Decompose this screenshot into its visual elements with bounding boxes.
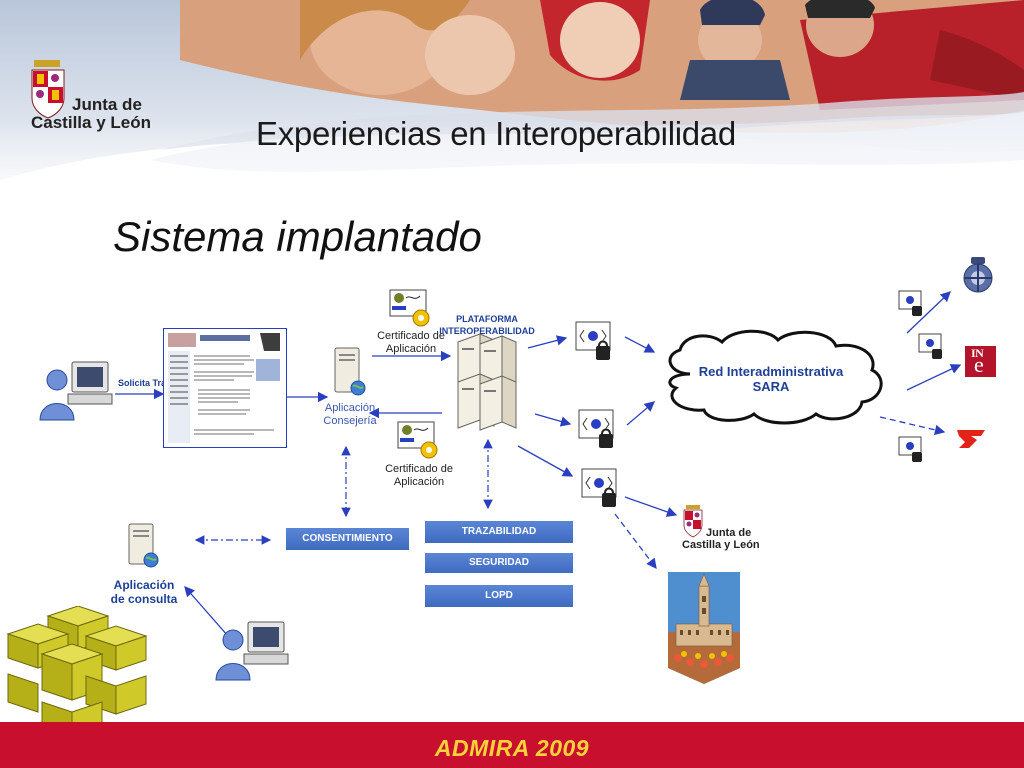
- arrow-node3-to-jcyl: [624, 496, 678, 517]
- city-hall-illustration: [668, 572, 740, 684]
- yellow-cubes-decoration: [6, 606, 148, 747]
- app-consulta-line1: Aplicación: [113, 578, 175, 592]
- platform-servers-icon: [457, 333, 517, 431]
- sara-label: Red Interadministrativa SARA: [680, 364, 862, 394]
- arrow-user2-to-consulta: [184, 586, 229, 637]
- secure-document-small-1: [898, 290, 922, 316]
- secure-document-icon-2: [578, 409, 614, 448]
- plataforma-label: PLATAFORMA INTEROPERABILIDAD: [425, 313, 549, 337]
- secure-document-small-3: [898, 436, 922, 462]
- app-consulta-label: Aplicación de consulta: [100, 578, 188, 606]
- trazabilidad-box: TRAZABILIDAD: [425, 521, 573, 543]
- banner-photo-collage: [0, 0, 1024, 235]
- sara-line1: Red Interadministrativa: [698, 364, 844, 379]
- arrow-node1-to-sara: [624, 336, 656, 353]
- seguridad-box: SEGURIDAD: [425, 553, 573, 573]
- ine-logo-text1: IN: [971, 346, 984, 360]
- arrow-platform-to-node1: [527, 335, 568, 349]
- sara-cloud-icon: [668, 329, 883, 425]
- app-consulta-line2: de consulta: [110, 592, 178, 606]
- arrow-platform-to-node3: [517, 445, 574, 477]
- server-consulta-icon: [128, 523, 159, 568]
- logo-text-line1: Junta de: [72, 95, 142, 114]
- arrow-node2-to-sara: [626, 401, 655, 426]
- web-form-thumbnail: [163, 328, 287, 448]
- plataforma-line1: PLATAFORMA: [456, 314, 518, 324]
- server-consejeria-icon: [334, 347, 366, 396]
- certificate-top-icon: [389, 289, 430, 327]
- secure-document-icon-3: [581, 468, 617, 507]
- junta-logo: Junta de Castilla y León: [28, 60, 158, 140]
- ine-logo-text2: e: [974, 352, 984, 377]
- dashed-arrow-to-city: [614, 513, 657, 570]
- arrow-sara-to-ine: [906, 364, 962, 391]
- slide-title: Experiencias en Interoperabilidad: [256, 115, 736, 152]
- junta-small-line2: Castilla y León: [682, 539, 760, 551]
- cert-bottom-line2: Aplicación: [393, 476, 445, 488]
- coat-of-arms-small-icon: [683, 505, 703, 538]
- aplicacion-consejeria-label: Aplicación Consejería: [310, 402, 390, 428]
- consentimiento-box: CONSENTIMIENTO: [286, 528, 409, 550]
- logo-text-line2: Castilla y León: [31, 113, 151, 132]
- cert-top-line2: Aplicación: [385, 343, 437, 355]
- junta-small-line1: Junta de: [706, 527, 752, 539]
- plataforma-line2: INTEROPERABILIDAD: [439, 326, 535, 336]
- lopd-box: LOPD: [425, 585, 573, 607]
- arrow-sara-to-police: [906, 291, 951, 334]
- junta-logo-small: Junta de Castilla y León: [682, 505, 772, 553]
- cert-bottom-label: Certificado de Aplicación: [378, 463, 460, 489]
- header-banner: [0, 0, 1024, 235]
- user-computer-icon: [39, 361, 113, 421]
- cert-bottom-line1: Certificado de: [385, 463, 453, 475]
- footer-bar: [0, 722, 1024, 768]
- cert-top-line1: Certificado de: [377, 330, 445, 342]
- aplicacion-consejeria-line1: Aplicación: [324, 402, 376, 414]
- ine-logo: IN e: [965, 346, 996, 377]
- certificate-bottom-icon: [397, 421, 438, 459]
- arrow-platform-to-node2: [534, 413, 572, 427]
- cert-top-label: Certificado de Aplicación: [370, 330, 452, 356]
- slide-subtitle: Sistema implantado: [113, 213, 482, 260]
- dashed-arrow-sara-to-renfe: [879, 416, 946, 435]
- sara-line2: SARA: [752, 379, 790, 394]
- footer-text: ADMIRA 2009: [434, 735, 590, 761]
- coat-of-arms-icon: [31, 60, 65, 119]
- secure-document-small-2: [918, 333, 942, 359]
- police-emblem-icon: [963, 257, 993, 293]
- user-computer-icon-2: [215, 621, 289, 681]
- secure-document-icon-1: [575, 321, 611, 360]
- renfe-logo-icon: [957, 430, 985, 448]
- aplicacion-consejeria-line2: Consejería: [323, 415, 377, 427]
- solicita-label: Solicita Tramite: [118, 378, 185, 388]
